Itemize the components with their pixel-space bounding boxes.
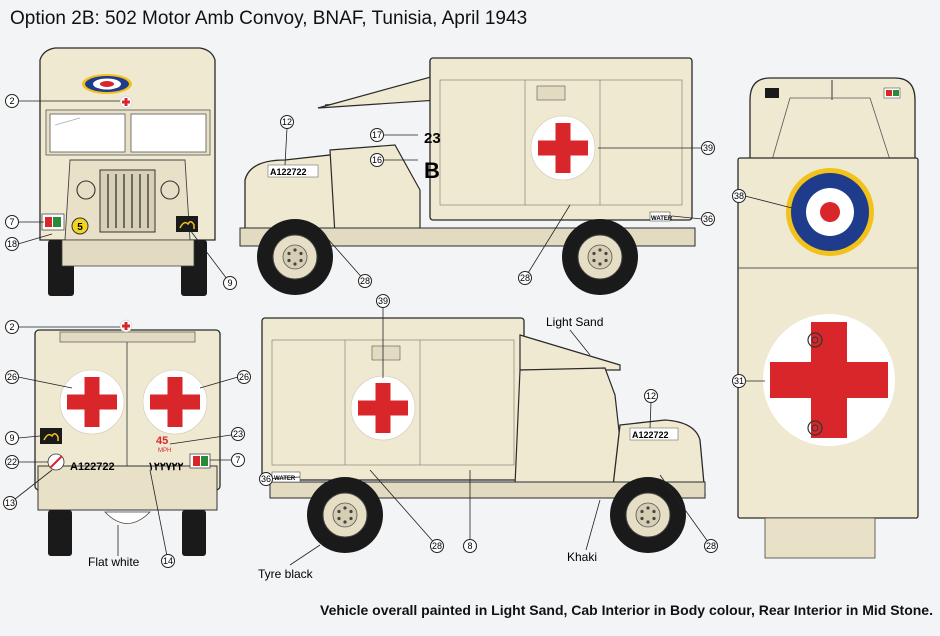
body-letter: B <box>424 158 440 183</box>
callout-9-front: 9 <box>227 278 232 288</box>
callout-2-rear: 2 <box>9 322 14 332</box>
rear-right-cross <box>142 369 208 435</box>
side-view-left: 23 B A122722 WATER <box>239 57 696 296</box>
roundel-top <box>786 168 874 256</box>
rear-wheel-right <box>306 476 384 554</box>
callout-36-top: 36 <box>703 214 713 224</box>
roof-cross <box>763 314 895 446</box>
side-view-right: A122722 WATER <box>261 317 706 554</box>
callout-28-top-a: 28 <box>360 276 370 286</box>
callout-39-bottom: 39 <box>378 296 388 306</box>
side-cross-right <box>350 375 416 441</box>
speed-number: 45 <box>156 435 168 447</box>
callout-38: 38 <box>734 191 744 201</box>
bridge-number: 5 <box>77 222 83 233</box>
cab-left <box>329 144 421 236</box>
front-small-cross <box>119 95 133 109</box>
callout-16: 16 <box>372 155 382 165</box>
rear-top-cross <box>119 319 133 333</box>
body-number: 23 <box>424 130 441 147</box>
leader-lines <box>9 100 793 566</box>
callout-22: 22 <box>7 457 17 467</box>
rear-view: 45 MPH A122722 ١٢٢٧٢٢ <box>34 319 221 556</box>
callout-12-top: 12 <box>282 117 292 127</box>
callout-28-bottom-b: 28 <box>706 541 716 551</box>
callout-26-left: 26 <box>7 372 17 382</box>
serial-rear: A122722 <box>70 461 115 473</box>
top-view <box>737 77 919 559</box>
callout-28-bottom-a: 28 <box>432 541 442 551</box>
label-flat-white: Flat white <box>88 555 140 569</box>
page-title: Option 2B: 502 Motor Amb Convoy, BNAF, T… <box>10 8 528 29</box>
serial-side-bottom: A122722 <box>632 430 669 440</box>
label-tyre-black: Tyre black <box>258 567 314 581</box>
callout-23: 23 <box>233 429 243 439</box>
callout-7-front: 7 <box>9 217 14 227</box>
paint-note: Vehicle overall painted in Light Sand, C… <box>320 602 933 618</box>
serial-side-top: A122722 <box>270 167 307 177</box>
chassis-right <box>269 481 706 499</box>
callout-31: 31 <box>734 376 744 386</box>
callout-39-top: 39 <box>703 143 713 153</box>
label-khaki: Khaki <box>567 550 597 564</box>
callout-36-bottom: 36 <box>261 474 271 484</box>
serial-arabic: ١٢٢٧٢٢ <box>148 461 184 473</box>
callout-28-top-b: 28 <box>520 273 530 283</box>
front-wheel-left <box>256 218 334 296</box>
callout-12-bottom: 12 <box>646 391 656 401</box>
callout-14: 14 <box>163 556 173 566</box>
side-cross-left <box>530 115 596 181</box>
rear-left-cross <box>59 369 125 435</box>
water-label-top: WATER <box>651 216 673 222</box>
cab-right <box>514 367 626 486</box>
top-cab <box>749 77 916 161</box>
callout-9-rear: 9 <box>9 433 14 443</box>
callout-13: 13 <box>5 498 15 508</box>
roundel-front <box>82 74 132 94</box>
front-view: 5 <box>39 47 216 296</box>
rear-wheel-left <box>561 218 639 296</box>
callout-7-rear: 7 <box>235 455 240 465</box>
water-label-bottom: WATER <box>274 476 296 482</box>
callout-2-front: 2 <box>9 96 14 106</box>
callout-17: 17 <box>372 130 382 140</box>
callout-26-right: 26 <box>239 372 249 382</box>
label-light-sand: Light Sand <box>546 315 603 329</box>
callout-18: 18 <box>7 239 17 249</box>
speed-unit: MPH <box>158 448 171 454</box>
front-wheel-right <box>609 476 687 554</box>
callout-8: 8 <box>467 541 472 551</box>
